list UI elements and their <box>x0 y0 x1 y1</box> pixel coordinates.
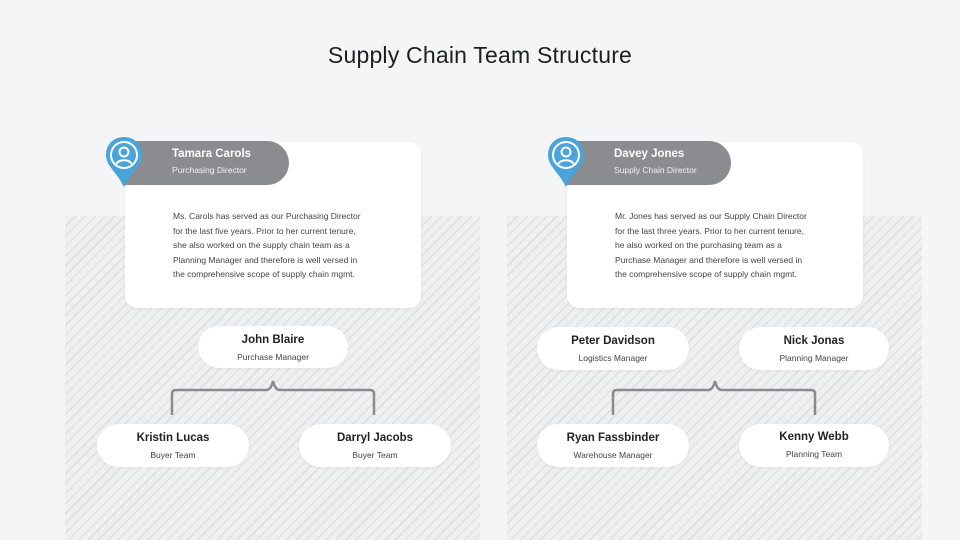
left-director-name: Tamara Carols <box>172 148 252 160</box>
left-bracket <box>170 380 376 415</box>
person-role: Buyer Team <box>352 450 398 460</box>
person-role: Planning Manager <box>779 353 849 363</box>
person-name: Kenny Webb <box>779 431 849 443</box>
left-report-card: Darryl Jacobs Buyer Team <box>299 424 451 467</box>
person-role: Logistics Manager <box>578 353 648 363</box>
user-icon <box>548 137 584 187</box>
person-name: Darryl Jacobs <box>336 432 414 444</box>
bio-line: Ms. Carols has served as our Purchasing … <box>173 211 361 221</box>
bio-line: Mr. Jones has served as our Supply Chain… <box>615 211 807 221</box>
right-manager-card: Nick Jonas Planning Manager <box>739 327 889 370</box>
right-director-bio: Mr. Jones has served as our Supply Chain… <box>615 209 855 282</box>
page-title: Supply Chain Team Structure <box>327 42 633 68</box>
person-role: Purchase Manager <box>237 352 309 362</box>
person-name: Ryan Fassbinder <box>566 432 660 444</box>
person-name: Kristin Lucas <box>136 432 210 444</box>
right-report-card: Kenny Webb Planning Team <box>739 424 889 467</box>
right-bracket <box>611 380 817 415</box>
bio-line: the comprehensive scope of supply chain … <box>615 269 797 280</box>
left-manager-card: John Blaire Purchase Manager <box>198 326 348 368</box>
bio-line: she also worked on the supply chain team… <box>173 240 350 251</box>
person-role: Planning Team <box>785 449 843 459</box>
right-director-name: Davey Jones <box>614 148 685 160</box>
left-director-role: Purchasing Director <box>172 165 247 175</box>
bio-line: for the last three years. Prior to her c… <box>615 225 804 236</box>
bio-line: Purchase Manager and therefore is well v… <box>615 254 803 265</box>
right-director-role: Supply Chain Director <box>614 165 697 175</box>
right-manager-card: Peter Davidson Logistics Manager <box>537 327 689 370</box>
left-director-bio: Ms. Carols has served as our Purchasing … <box>173 209 413 282</box>
person-name: Nick Jonas <box>783 335 845 347</box>
left-report-card: Kristin Lucas Buyer Team <box>97 424 249 467</box>
user-icon <box>106 137 142 187</box>
right-director-tab: Davey Jones Supply Chain Director <box>567 141 731 185</box>
left-director-tab: Tamara Carols Purchasing Director <box>125 141 289 185</box>
bio-line: for the last five years. Prior to her cu… <box>173 225 356 236</box>
person-role: Buyer Team <box>150 450 196 460</box>
bio-line: he also worked on the purchasing team as… <box>615 240 782 251</box>
person-name: Peter Davidson <box>571 335 655 347</box>
person-name: John Blaire <box>241 334 305 346</box>
bio-line: the comprehensive scope of supply chain … <box>173 269 355 280</box>
right-report-card: Ryan Fassbinder Warehouse Manager <box>537 424 689 467</box>
bio-line: Planning Manager and therefore is well v… <box>173 254 358 265</box>
person-role: Warehouse Manager <box>573 450 653 460</box>
